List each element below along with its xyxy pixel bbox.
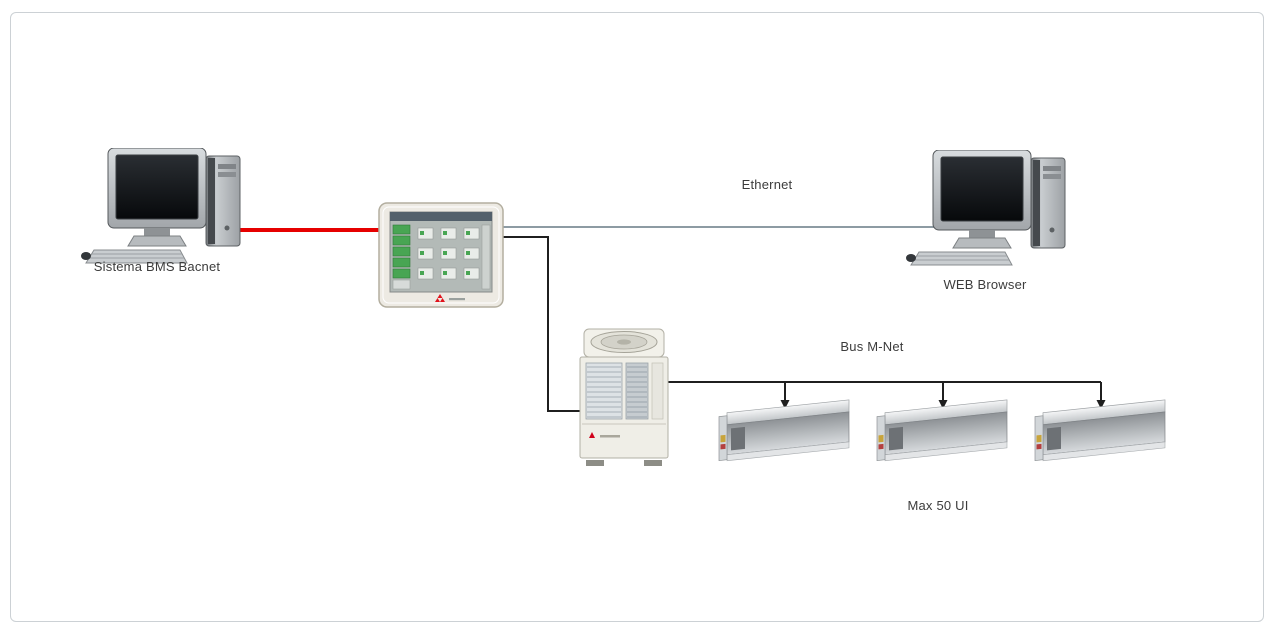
ethernet-label: Ethernet bbox=[741, 177, 793, 192]
max-units-label: Max 50 UI bbox=[907, 498, 969, 513]
centralized-controller-icon bbox=[379, 203, 503, 307]
ducted-indoor-unit-icon bbox=[1035, 400, 1165, 462]
desktop-computer-icon bbox=[81, 148, 240, 263]
indoor-unit-2 bbox=[873, 398, 1013, 462]
indoor-unit-3 bbox=[1031, 398, 1171, 462]
diagram-border bbox=[10, 12, 1264, 622]
outdoor-unit bbox=[578, 326, 670, 468]
desktop-computer-icon bbox=[906, 150, 1065, 265]
ducted-indoor-unit-icon bbox=[877, 400, 1007, 462]
bus-mnet-label: Bus M-Net bbox=[840, 339, 904, 354]
web-browser-computer bbox=[905, 150, 1075, 268]
central-controller bbox=[378, 202, 504, 308]
bms-computer bbox=[80, 148, 250, 266]
ducted-indoor-unit-icon bbox=[719, 400, 849, 462]
web-browser-label: WEB Browser bbox=[943, 277, 1027, 292]
indoor-unit-1 bbox=[715, 398, 855, 462]
outdoor-unit-icon bbox=[580, 329, 668, 466]
bms-computer-label: Sistema BMS Bacnet bbox=[93, 259, 221, 274]
